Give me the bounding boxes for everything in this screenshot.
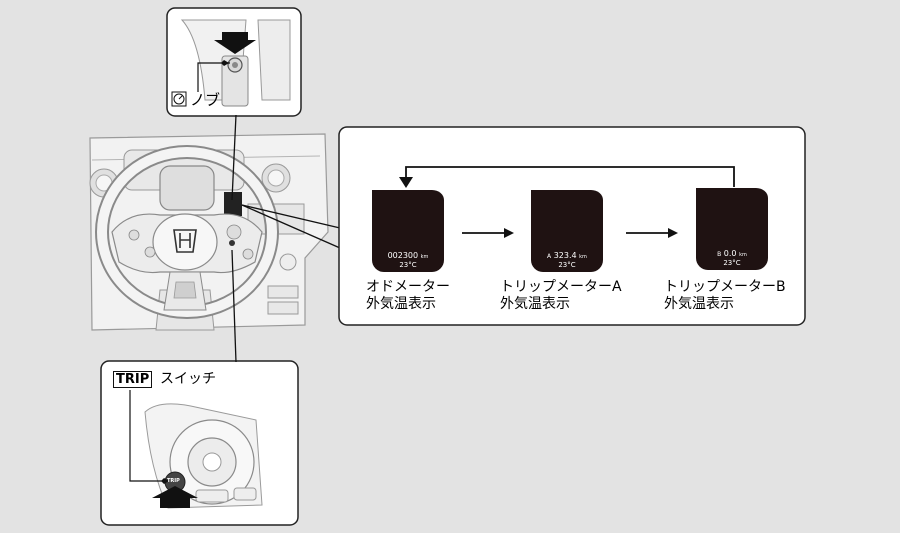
trip-b-reading: B 0.0 km xyxy=(717,249,747,258)
steering-wheel xyxy=(95,145,279,319)
knob-label: ノブ xyxy=(190,91,221,109)
honda-logo xyxy=(173,229,197,253)
trip-a-caption: トリップメーターA xyxy=(500,279,622,295)
odometer-reading: 002300 km xyxy=(387,251,429,260)
trip-b-caption: トリップメーターB xyxy=(664,279,786,295)
loop-back-arrow xyxy=(399,166,735,188)
outside-temperature: 23°C xyxy=(558,261,576,269)
outside-temperature: 23°C xyxy=(399,261,417,269)
trip-a-screen: A 323.4 km 23°C xyxy=(531,190,603,272)
trip-boxed-label: TRIP xyxy=(113,371,153,388)
next-arrow xyxy=(626,228,678,238)
trip-b-caption-sub: 外気温表示 xyxy=(664,296,734,312)
trip-b-screen: B 0.0 km 23°C xyxy=(696,188,768,270)
odometer-caption-sub: 外気温表示 xyxy=(366,296,436,312)
trip-a-caption-sub: 外気温表示 xyxy=(500,296,570,312)
trip-button-text: TRIP xyxy=(167,478,180,484)
connector-lines xyxy=(231,114,341,363)
trip-a-reading: A 323.4 km xyxy=(547,251,587,260)
trip-switch-callout xyxy=(100,360,299,526)
knob-callout xyxy=(166,7,302,117)
trip-switch-label: スイッチ xyxy=(160,371,216,387)
odometer-screen: 002300 km 23°C xyxy=(372,190,444,272)
gauge-icon xyxy=(171,91,187,107)
outside-temperature: 23°C xyxy=(723,259,741,267)
next-arrow xyxy=(462,228,514,238)
odometer-caption: オドメーター xyxy=(366,279,450,295)
